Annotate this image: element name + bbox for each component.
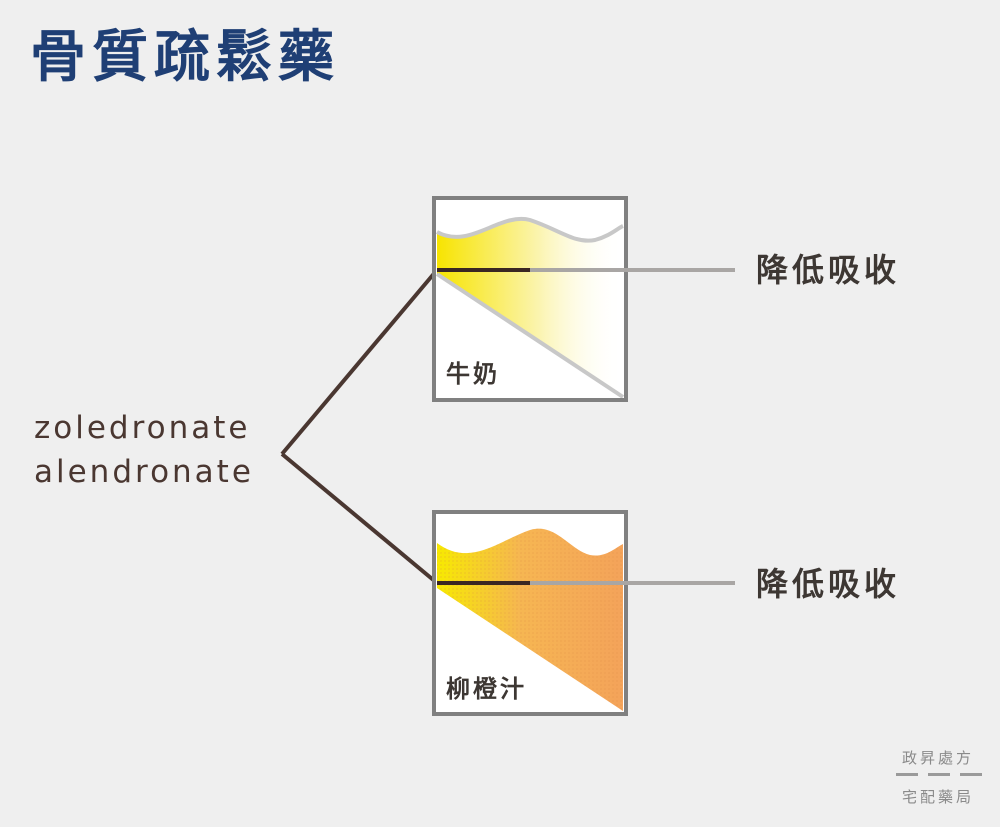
orange-juice-frame: [432, 510, 628, 716]
branch-line-milk: [280, 268, 439, 456]
milk-frame: [432, 196, 628, 402]
orange-juice-glass: [432, 510, 628, 716]
drug-name-alendronate: alendronate: [34, 454, 254, 490]
result-label-orange-juice: 降低吸收: [756, 565, 901, 603]
brand-name-line1: 政昇處方: [901, 749, 974, 767]
milk-wave: [436, 216, 624, 243]
drug-name-zoledronate: zoledronate: [34, 410, 251, 446]
milk-diagonal: [435, 272, 625, 399]
branch-line-orange-juice: [280, 452, 439, 585]
orange-juice-lower-area: [437, 588, 623, 711]
milk-glass: [432, 196, 628, 402]
page-title: 骨質疏鬆藥: [30, 25, 340, 90]
brand-divider: [896, 773, 982, 777]
result-label-milk: 降低吸收: [756, 251, 901, 289]
brand-name-line2: 宅配藥局: [901, 788, 974, 806]
beverage-label-milk: 牛奶: [446, 360, 500, 388]
beverage-label-orange-juice: 柳橙汁: [446, 675, 527, 703]
